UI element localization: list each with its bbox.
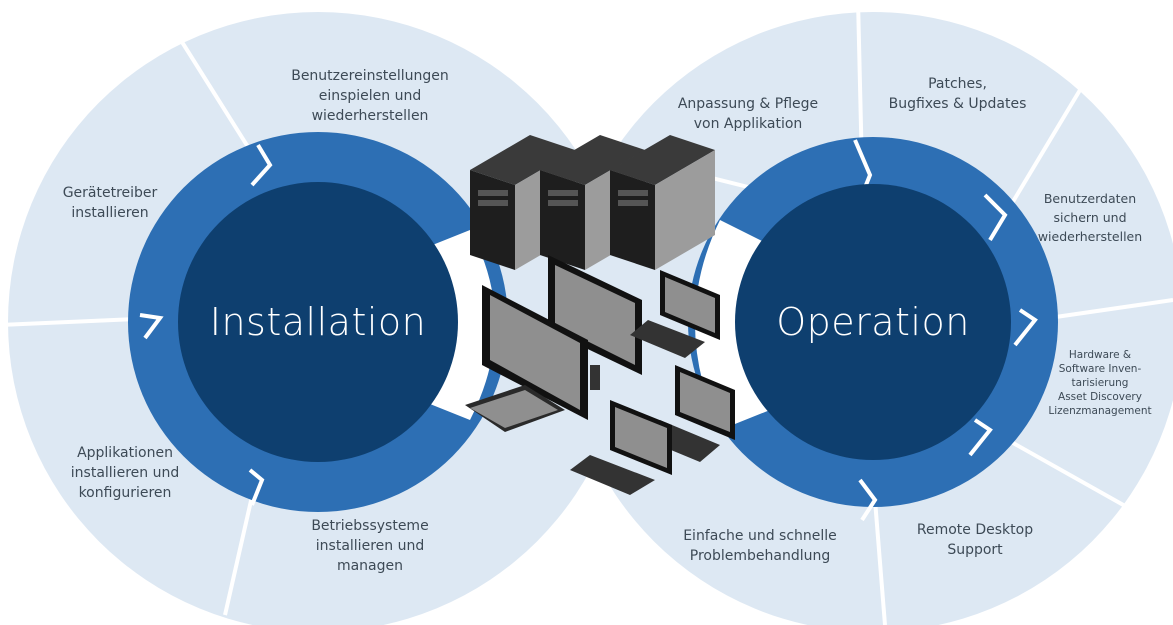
label-anpassung-pflege: Anpassung & Pflege von Applikation xyxy=(677,96,819,132)
label-hardware-software: Hardware & Software Inven- tarisierung A… xyxy=(1048,349,1152,417)
laptop-1 xyxy=(630,270,720,358)
label-geraetetreiber: Gerätetreiber installieren xyxy=(62,185,158,221)
installation-middle-separators xyxy=(139,143,273,506)
operation-outer-separators xyxy=(639,0,1173,625)
label-patches: Patches, Bugfixes & Updates xyxy=(888,76,1027,112)
label-remote-desktop: Remote Desktop Support xyxy=(916,522,1034,558)
operation-title: Operation xyxy=(776,300,970,344)
label-problembehandlung: Einfache und schnelle Problembehandlung xyxy=(683,528,837,564)
all-in-one-monitor xyxy=(465,285,588,432)
label-benutzerdaten: Benutzerdaten sichern und wiederherstell… xyxy=(1037,191,1143,244)
devices-cluster xyxy=(465,135,735,495)
label-applikationen: Applikationen installieren und konfiguri… xyxy=(70,445,180,501)
installation-center xyxy=(178,182,458,462)
laptop-3 xyxy=(570,400,672,495)
operation-center xyxy=(735,184,1011,460)
server-tower-3 xyxy=(610,135,715,270)
label-benutzereinstellungen: Benutzereinstellungen einspielen und wie… xyxy=(291,68,449,124)
label-betriebssysteme: Betriebssysteme installieren und managen xyxy=(311,518,429,574)
installation-title: Installation xyxy=(209,300,427,344)
desktop-monitor xyxy=(548,255,642,390)
operation-cycle xyxy=(563,0,1173,625)
operation-middle-separators xyxy=(853,139,1038,522)
installation-cycle xyxy=(0,12,628,625)
